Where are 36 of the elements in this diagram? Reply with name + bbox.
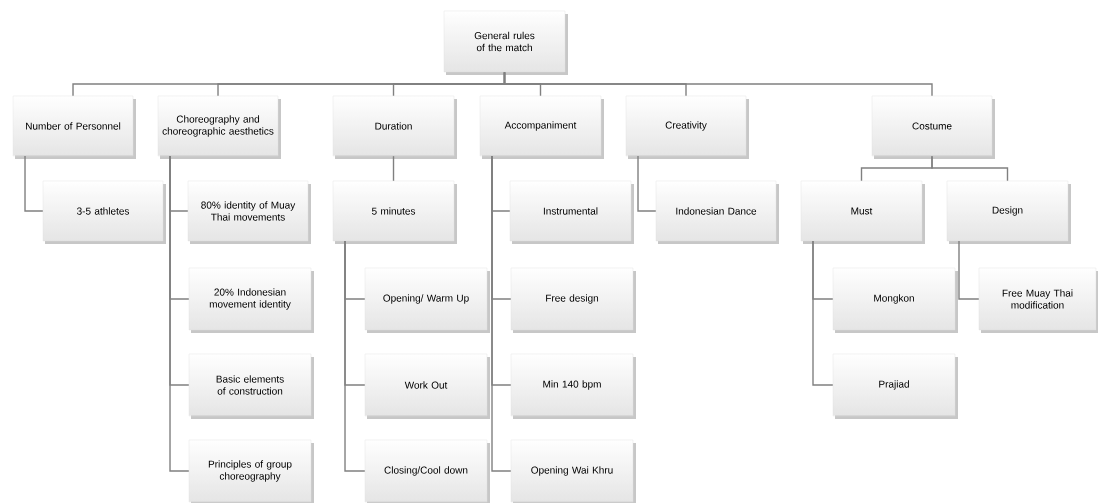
label-box: Min 140 bpm [510, 353, 634, 417]
connector-line [392, 155, 395, 182]
label-box: Opening/ Warm Up [364, 267, 488, 331]
label-box: Must [800, 180, 923, 242]
connector-line [503, 71, 933, 97]
connector-line [491, 155, 512, 472]
connector-line [637, 155, 657, 212]
label-box: Prajiad [832, 353, 956, 417]
label-box: Indonesian Dance [655, 180, 777, 242]
connector-line [958, 240, 980, 300]
label-box: Closing/Cool down [364, 439, 488, 503]
label-box: Free design [510, 267, 634, 331]
label-box: 80% identity of Muay Thai movements [187, 180, 309, 242]
label-box: Work Out [364, 353, 488, 417]
label-box: Design [946, 180, 1069, 242]
label-box: General rules of the match [443, 10, 566, 73]
label-box: 3-5 athletes [42, 180, 164, 242]
label-box: Duration [332, 95, 455, 157]
label-box: Opening Wai Khru [510, 439, 634, 503]
connector-line [812, 240, 834, 386]
label-box: 5 minutes [332, 180, 455, 242]
label-box: Basic elements of construction [188, 353, 312, 417]
label-box: Number of Personnel [12, 95, 134, 157]
label-box: Instrumental [509, 180, 632, 242]
label-box: Free Muay Thai modification [978, 267, 1097, 331]
connector-line [24, 155, 44, 212]
label-box: Choreography and choreographic aesthetics [157, 95, 279, 157]
label-box: Principles of group choreography [188, 439, 312, 503]
label-box: Costume [871, 95, 993, 157]
label-box: Accompaniment [479, 95, 602, 157]
connector-line [169, 155, 190, 472]
label-box: Mongkon [832, 267, 956, 331]
connector-line [344, 240, 366, 472]
label-box: 20% Indonesian movement identity [188, 267, 312, 331]
connector-line [931, 155, 1009, 182]
label-box: Creativity [625, 95, 747, 157]
